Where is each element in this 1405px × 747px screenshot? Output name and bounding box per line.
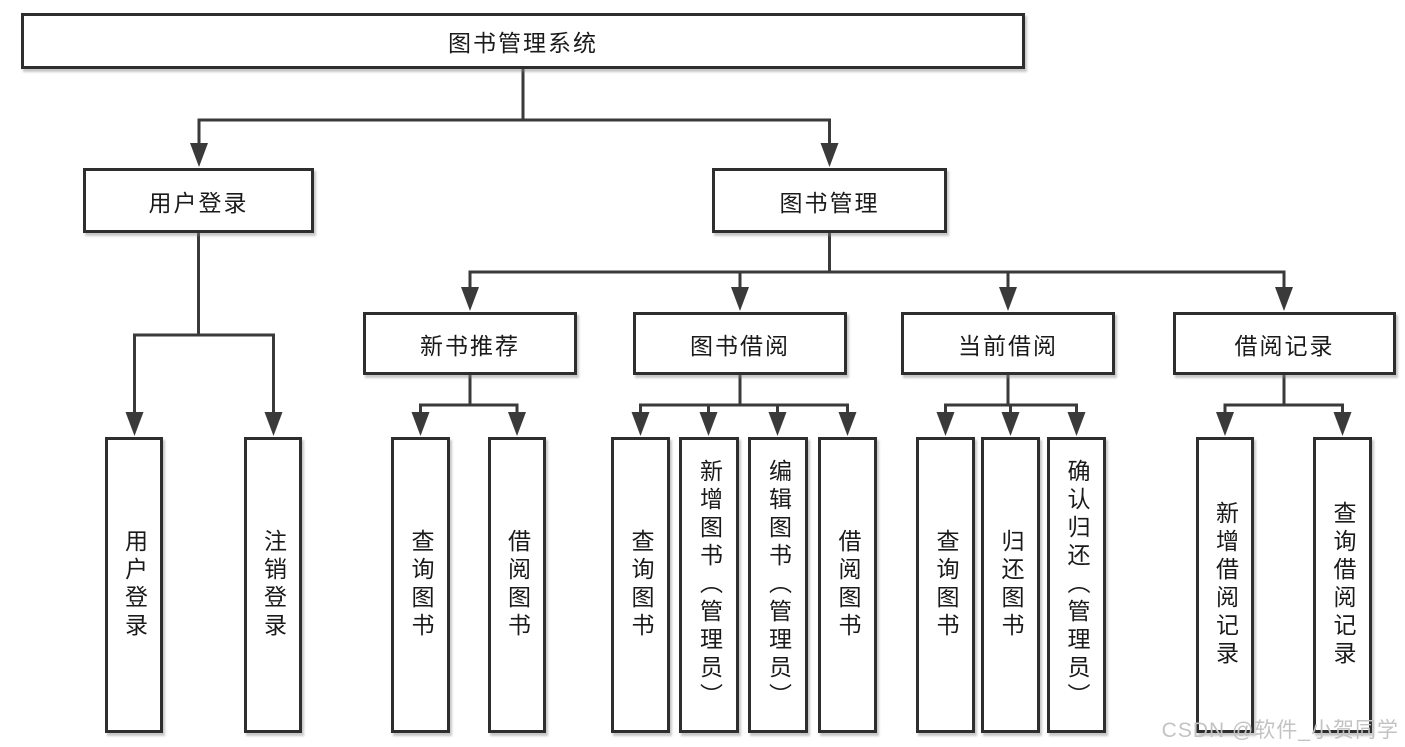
node-add-book-admin: 新增图书（管理员） [679,437,739,733]
node-query-books-recommend: 查询图书 [391,437,450,733]
arrow-down-icon [936,412,955,436]
arrow-down-icon [1001,412,1020,436]
arrow-down-icon [1275,287,1293,311]
arrow-down-icon [631,412,650,436]
arrow-down-icon [190,143,208,167]
node-confirm-return-admin-label: 确认归还（管理员） [1064,459,1090,711]
node-add-borrow-record: 新增借阅记录 [1196,437,1254,733]
arrow-down-icon [1216,412,1234,436]
arrow-down-icon [768,412,787,436]
node-add-borrow-record-label: 新增借阅记录 [1212,501,1239,669]
node-root: 图书管理系统 [21,13,1025,69]
node-book-management: 图书管理 [712,168,947,233]
node-edit-book-admin: 编辑图书（管理员） [748,437,808,733]
node-borrow-books-borrow-label: 借阅图书 [835,529,861,641]
arrow-down-icon [1067,412,1086,436]
node-return-books: 归还图书 [981,437,1040,733]
arrow-down-icon [461,287,479,311]
node-borrow-books-borrow: 借阅图书 [818,437,877,733]
arrow-down-icon [508,412,526,436]
node-user-login: 用户登录 [105,437,163,733]
node-user-login-branch-label: 用户登录 [148,189,249,216]
arrow-down-icon [731,287,749,311]
node-new-book-recommend-label: 新书推荐 [420,332,520,359]
node-user-login-label: 用户登录 [121,529,148,641]
node-query-books-borrow-label: 查询图书 [628,529,654,641]
arrow-down-icon [1333,412,1352,436]
node-query-books-recommend-label: 查询图书 [408,529,434,641]
node-query-borrow-record-label: 查询借阅记录 [1330,501,1356,669]
node-book-borrow: 图书借阅 [633,312,847,375]
arrow-down-icon [125,412,144,436]
node-root-label: 图书管理系统 [448,30,598,56]
node-borrow-books-recommend: 借阅图书 [488,437,546,733]
node-return-books-label: 归还图书 [998,529,1024,641]
node-current-borrow: 当前借阅 [901,312,1115,375]
node-logout-label: 注销登录 [260,529,287,641]
arrow-down-icon [699,412,718,436]
node-user-login-branch: 用户登录 [83,168,314,233]
node-borrow-records: 借阅记录 [1173,312,1396,375]
node-borrow-books-recommend-label: 借阅图书 [504,529,531,641]
arrow-down-icon [264,412,283,436]
arrow-down-icon [820,143,839,167]
node-query-books-borrow: 查询图书 [611,437,670,733]
node-edit-book-admin-label: 编辑图书（管理员） [765,459,792,711]
node-book-management-label: 图书管理 [779,189,880,216]
node-confirm-return-admin: 确认归还（管理员） [1047,437,1106,733]
node-current-borrow-label: 当前借阅 [958,332,1058,359]
node-query-borrow-record: 查询借阅记录 [1313,437,1372,733]
arrow-down-icon [999,287,1017,311]
node-add-book-admin-label: 新增图书（管理员） [696,459,723,711]
node-query-books-current-label: 查询图书 [933,529,959,641]
node-logout: 注销登录 [244,437,302,733]
node-new-book-recommend: 新书推荐 [363,312,577,375]
arrow-down-icon [411,412,430,436]
arrow-down-icon [838,412,857,436]
csdn-watermark: CSDN @软件_小贺同学 [1161,719,1399,742]
node-borrow-records-label: 借阅记录 [1234,332,1335,359]
node-query-books-current: 查询图书 [916,437,975,733]
node-book-borrow-label: 图书借阅 [690,332,790,359]
